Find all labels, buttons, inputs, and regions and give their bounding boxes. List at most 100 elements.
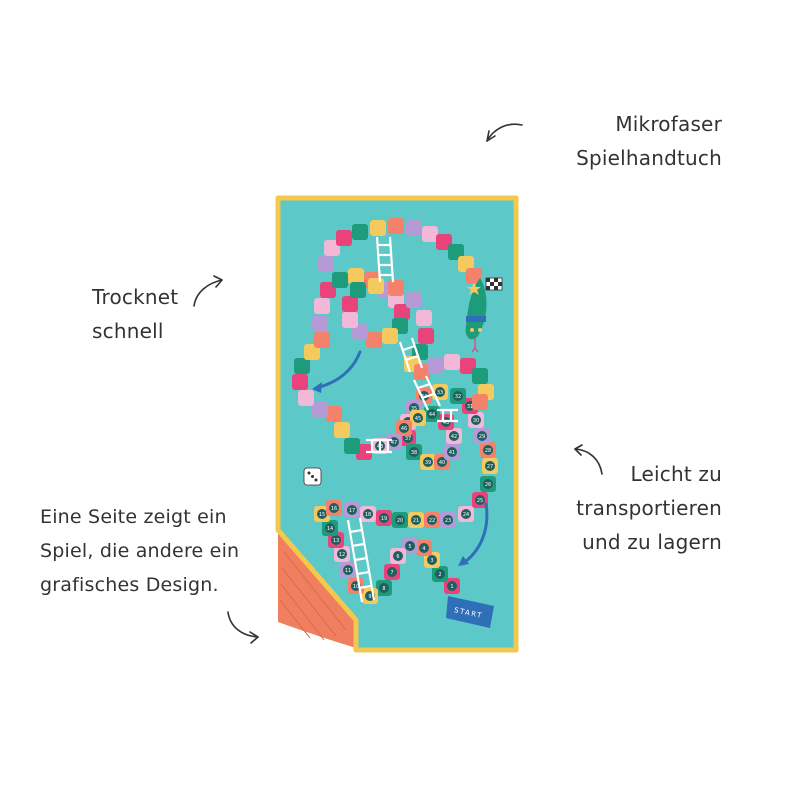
square-number: 47 [391,440,397,446]
path-square [366,332,382,348]
path-square [326,406,342,422]
arrow-line [227,611,259,638]
square-number: 10 [353,584,359,590]
square-number: 15 [319,512,325,518]
path-square [312,402,328,418]
square-number-badge [427,515,437,525]
square-number: 1 [450,584,453,590]
arrow-head [486,130,496,142]
annotation-line: Spiel, die andere ein [40,540,240,562]
square-number: 12 [339,552,345,558]
square-number-badge [399,423,409,433]
towel-back-stripes [279,551,347,641]
square-number: 8 [382,586,385,592]
square-number: 29 [479,434,485,440]
square-number-badge [393,551,403,561]
square-number-badge [405,541,415,551]
square-number: 31 [467,404,473,410]
square-number-badge [447,581,457,591]
square-number-badge [483,445,493,455]
arrow-head [213,275,223,288]
square-number-badge [379,583,389,593]
square-number-badge [453,391,463,401]
square-number-badge [395,515,405,525]
dice-icon [303,467,322,486]
square-number-badge [471,415,481,425]
square-number-badge [331,535,341,545]
square-number-badge [485,461,495,471]
path-square [352,224,368,240]
square-number: 4 [422,546,425,552]
path-square [318,256,334,272]
square-number: 22 [429,518,435,524]
slide-arrow-heads [312,382,469,566]
path-square [428,358,444,374]
square-number: 33 [437,390,443,396]
square-number: 18 [365,512,371,518]
square-number-badge [419,543,429,553]
arrow-head [574,444,583,456]
star-icon [467,282,481,295]
annotation-line: Leicht zu [630,462,722,486]
square-number: 25 [477,498,483,504]
path-square [350,282,366,298]
square-number-badge [435,387,445,397]
square-number-badge [337,549,347,559]
square-number: 7 [390,570,393,576]
square-number: 35 [411,406,417,412]
annotation-mikrofaser: Mikrofaser Spielhandtuch [540,107,722,175]
square-number: 30 [473,418,479,424]
square-number-badge [483,479,493,489]
square-number: 37 [405,436,411,442]
square-number: 27 [487,464,493,470]
square-number: 39 [425,460,431,466]
square-number-badge [427,409,437,419]
path-square [460,358,476,374]
checkered-flag-icon [485,277,503,291]
ladders [346,236,458,603]
path-square [324,240,340,256]
square-number: 5 [408,544,411,550]
square-number: 16 [331,506,337,512]
square-number-badge [475,495,485,505]
square-number: 2 [438,572,441,578]
path-square [312,316,328,332]
square-number-badge [461,509,471,519]
annotation-line: grafisches Design. [40,574,219,596]
square-number-badge [427,555,437,565]
square-number-badge [325,523,335,533]
square-number-badge [477,431,487,441]
square-number: 26 [485,482,491,488]
path-square [334,422,350,438]
arrow-line [193,279,223,307]
path-square [344,438,360,454]
square-number: 21 [413,518,419,524]
square-number: 23 [445,518,451,524]
ladder [413,375,441,411]
path-square [448,244,464,260]
path-square [416,310,432,326]
annotation-leicht: Leicht zu transportieren und zu lagern [548,457,722,559]
square-number-badge [317,509,327,519]
square-number: 9 [368,594,371,600]
square-number-badge [435,569,445,579]
path-square [444,354,460,370]
path-square [418,328,434,344]
square-number: 6 [396,554,399,560]
square-number: 41 [449,450,455,456]
square-number: 20 [397,518,403,524]
square-number: 42 [451,434,457,440]
ladder [398,337,424,373]
square-number: 14 [327,526,333,532]
path-square [388,280,404,296]
square-number: 44 [429,412,435,418]
square-number: 11 [345,568,351,574]
path-square [304,344,320,360]
path-square [368,278,384,294]
path-square [352,324,368,340]
ladder [346,517,376,603]
square-number-badge [343,565,353,575]
annotation-line: Eine Seite zeigt ein [40,506,227,528]
square-number-badge [447,447,457,457]
